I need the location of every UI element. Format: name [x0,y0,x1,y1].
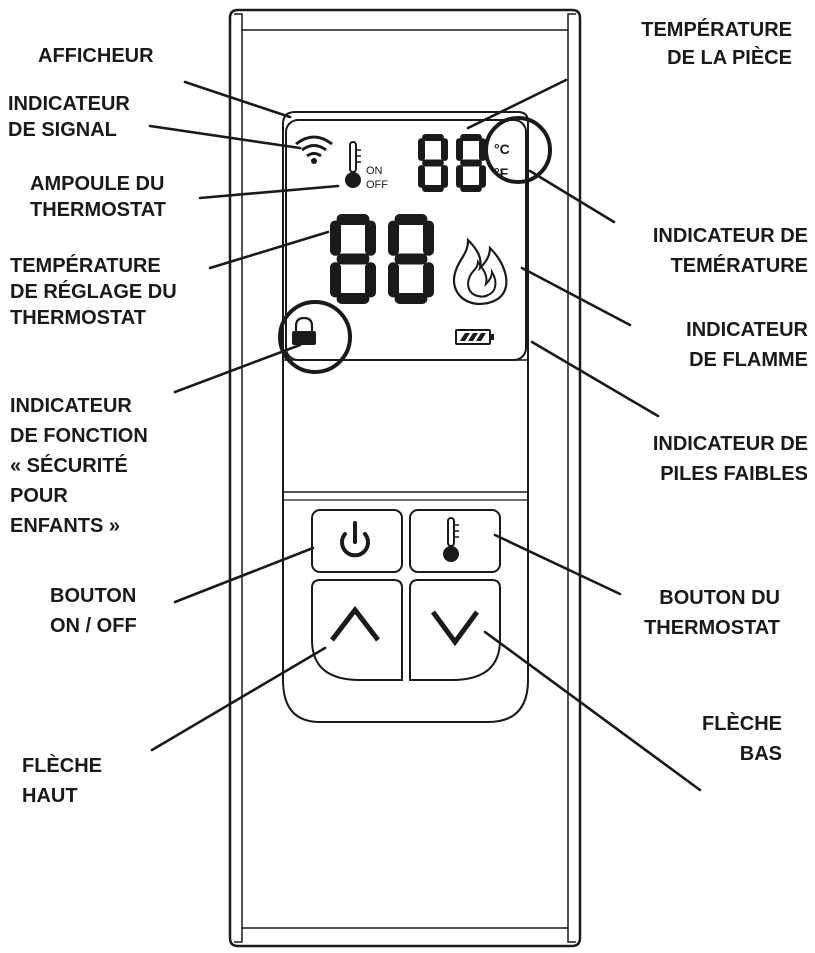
label-line: INDICATEUR DE [653,433,808,455]
label-line: INDICATEUR [8,93,130,115]
lcd-digit-segment [456,165,463,188]
on-text: ON [366,165,383,177]
remote-face [282,111,529,723]
label-line: TEMÉRATURE [671,254,808,277]
down-arrow-button[interactable] [409,579,501,681]
thermometer-icon [345,141,361,188]
label-temp-reglage: TEMPÉRATURE DE RÉGLAGE DU THERMOSTAT [10,254,177,329]
label-line: INDICATEUR DE [653,225,808,247]
lcd-digit-segment [441,165,448,188]
label-line: BOUTON DU [659,587,780,609]
lcd-digit-segment [460,159,482,167]
lcd-digit-segment [441,138,448,161]
lcd-digit-segment [460,185,482,192]
lcd-digit-segment [330,262,341,298]
lcd-display: ON OFF °C °F [285,119,527,361]
lock-callout-circle [278,300,352,374]
label-line: ENFANTS » [10,515,120,537]
label-line: INDICATEUR [686,319,808,341]
lcd-digit-segment [460,134,482,141]
label-line: INDICATEUR [10,395,132,417]
label-line: BAS [740,743,782,765]
label-bouton-onoff: BOUTON ON / OFF [50,585,137,637]
lcd-digit-segment [336,214,370,225]
label-securite: INDICATEUR DE FONCTION « SÉCURITÉ POUR E… [10,395,148,537]
lcd-digit-segment [394,214,428,225]
lcd-digit-segment [388,220,399,256]
battery-icon [455,329,494,345]
chevron-up-icon [330,605,380,642]
lcd-digit-segment [418,165,425,188]
label-temp-piece: TEMPÉRATURE DE LA PIÈCE [641,18,792,69]
label-line: DE RÉGLAGE DU [10,280,177,303]
label-afficheur: AFFICHEUR [38,45,154,67]
label-fleche-bas: FLÈCHE BAS [702,712,782,765]
label-line: THERMOSTAT [644,617,780,639]
label-line: PILES FAIBLES [660,463,808,485]
chevron-down-icon [430,610,480,647]
off-text: OFF [366,179,388,191]
label-line: ON / OFF [50,615,137,637]
flame-icon [452,237,508,306]
label-line: FLÈCHE [22,754,102,777]
label-indic-flamme: INDICATEUR DE FLAMME [686,319,808,371]
label-indic-temperature: INDICATEUR DE TEMÉRATURE [653,225,808,277]
label-line: THERMOSTAT [10,307,146,329]
label-line: TEMPÉRATURE [641,18,792,41]
lcd-digit-segment [330,220,341,256]
lcd-digit-segment [336,253,370,265]
lcd-digit-segment [365,262,376,298]
label-line: AFFICHEUR [38,45,154,67]
lcd-digit-segment [422,159,444,167]
power-icon [340,521,370,558]
lcd-digit-segment [388,262,399,298]
label-line: DE FONCTION [10,425,148,447]
label-line: DE SIGNAL [8,119,117,141]
label-line: BOUTON [50,585,136,607]
label-piles: INDICATEUR DE PILES FAIBLES [653,433,808,485]
up-arrow-button[interactable] [311,579,403,681]
celsius-unit: °C [494,141,510,157]
unit-callout-circle [484,116,552,184]
power-button[interactable] [311,509,403,573]
lcd-digit-segment [423,220,434,256]
label-signal: INDICATEUR DE SIGNAL [8,93,130,141]
label-line: FLÈCHE [702,712,782,735]
leader-lines [148,78,702,792]
label-bouton-thermostat: BOUTON DU THERMOSTAT [644,587,780,639]
remote-body [228,8,582,948]
label-line: TEMPÉRATURE [10,254,161,277]
lcd-digit-segment [365,220,376,256]
label-line: « SÉCURITÉ [10,454,128,477]
lcd-digit-segment [479,138,486,161]
label-line: AMPOULE DU [30,173,164,195]
lcd-digit-segment [423,262,434,298]
label-line: THERMOSTAT [30,199,166,221]
padlock-icon [292,316,316,345]
lcd-digit-segment [394,253,428,265]
set-temperature-digits [330,214,434,304]
lcd-digit-segment [456,138,463,161]
room-temperature-digits [418,134,486,192]
label-line: DE LA PIÈCE [667,46,792,69]
lcd-digit-segment [422,134,444,141]
label-fleche-haut: FLÈCHE HAUT [22,754,102,807]
thermometer-button-icon [443,517,459,562]
label-line: DE FLAMME [689,349,808,371]
lcd-digit-segment [336,293,370,304]
lcd-digit-segment [422,185,444,192]
label-ampoule: AMPOULE DU THERMOSTAT [30,173,166,221]
lcd-digit-segment [394,293,428,304]
label-line: HAUT [22,785,78,807]
lcd-digit-segment [418,138,425,161]
lcd-digit-segment [479,165,486,188]
thermostat-button[interactable] [409,509,501,573]
label-line: POUR [10,485,68,507]
wifi-signal-icon [295,135,333,164]
